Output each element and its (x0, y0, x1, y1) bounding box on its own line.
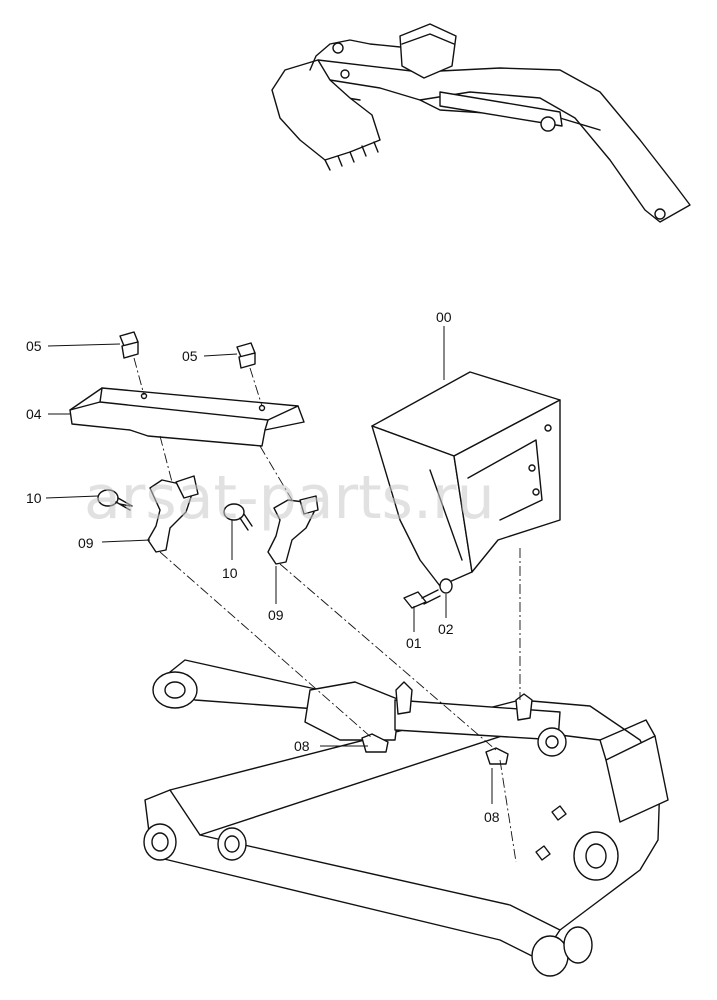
part-label-08-right: 08 (484, 809, 500, 825)
part-label-02: 02 (438, 621, 454, 637)
washer-02 (439, 578, 453, 594)
bolt-05-left (119, 331, 145, 396)
boom-illustration (143, 659, 669, 977)
clamp-09-right (259, 445, 319, 565)
part-label-05-right: 05 (182, 348, 198, 364)
bolt-10-right (223, 503, 253, 531)
part-label-09-right: 09 (268, 607, 284, 623)
watermark-text: arsat-parts.ru (84, 463, 495, 533)
part-label-00: 00 (436, 309, 452, 325)
bolt-10-left (97, 489, 133, 511)
part-label-08-left: 08 (294, 738, 310, 754)
part-label-05-left: 05 (26, 338, 42, 354)
leader-lines (45, 326, 493, 804)
overview-arm-illustration (271, 23, 691, 223)
part-label-04: 04 (26, 406, 42, 422)
part-label-10-right: 10 (222, 565, 238, 581)
part-label-01: 01 (406, 635, 422, 651)
bolt-05-right (236, 342, 263, 407)
part-label-09-left: 09 (78, 535, 94, 551)
clamp-09-left (147, 435, 199, 553)
part-label-10-left: 10 (26, 490, 42, 506)
cover-plate-04 (69, 387, 305, 447)
bolt-01 (403, 589, 441, 609)
cover-00 (371, 371, 561, 587)
